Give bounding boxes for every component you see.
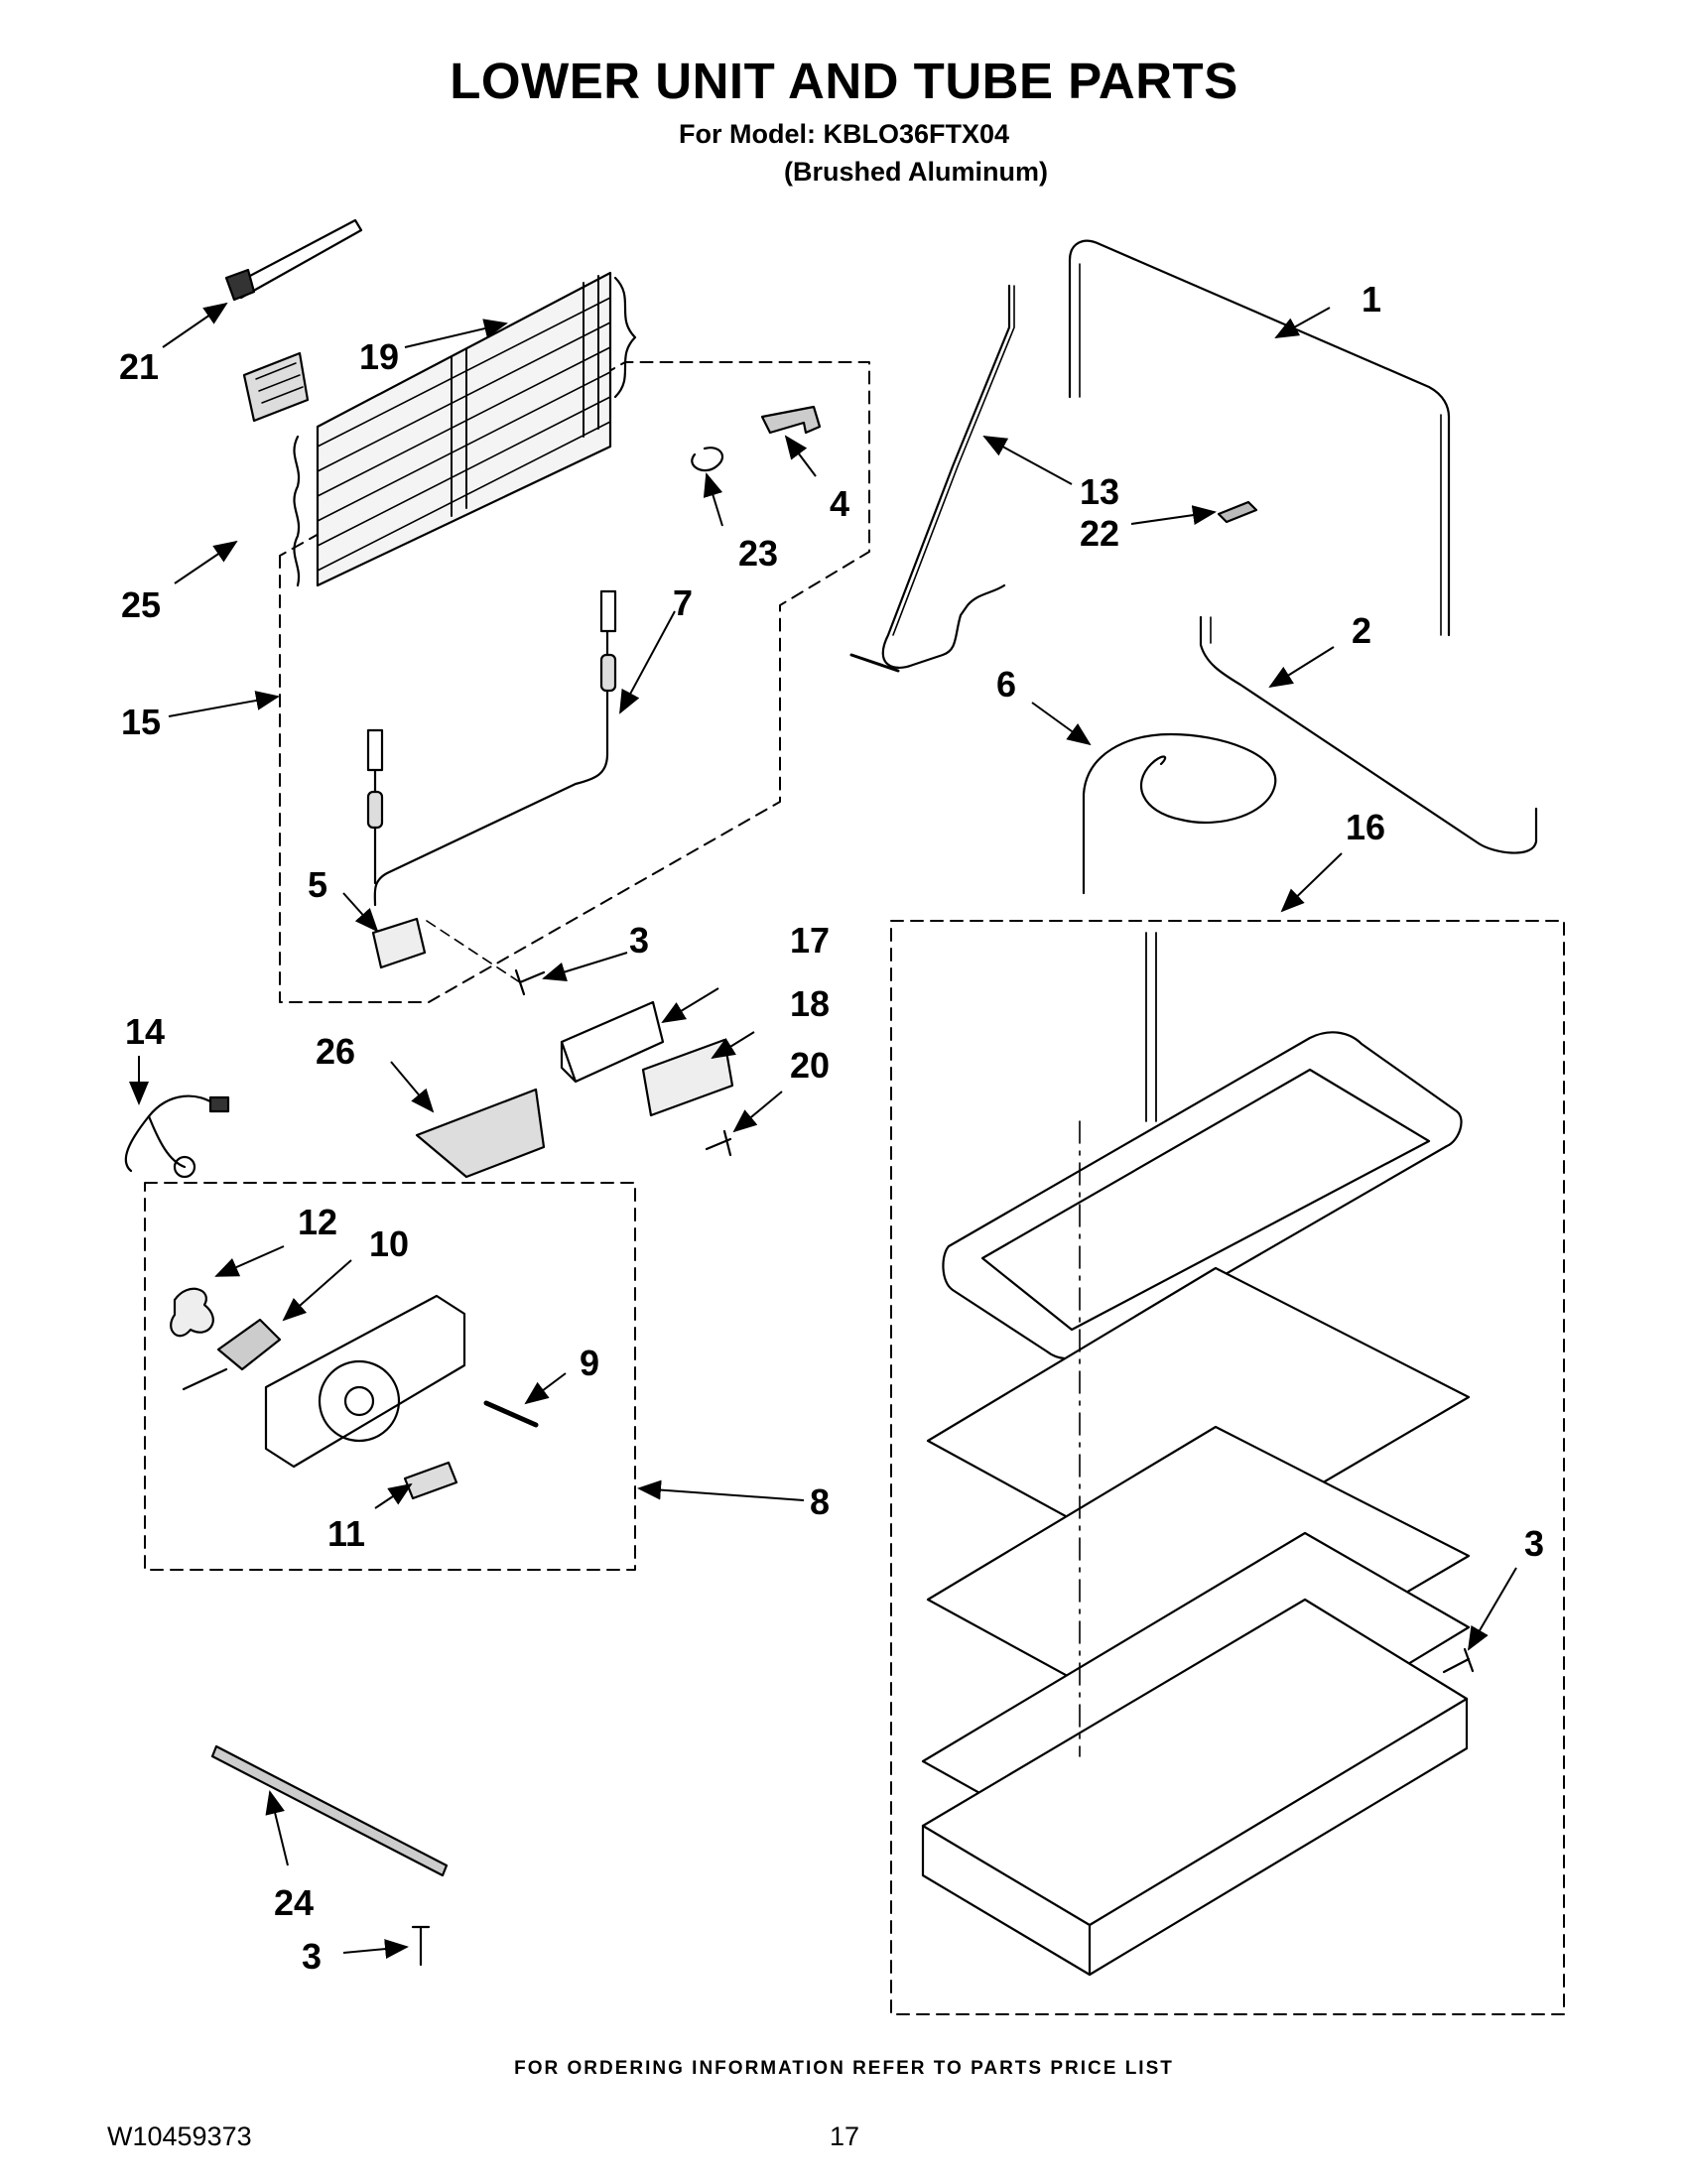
callout-20: 20 xyxy=(790,1045,830,1086)
bracket-part-5 xyxy=(371,917,427,969)
callout-15: 15 xyxy=(121,702,161,742)
bracket-part-4 xyxy=(760,405,822,435)
finish-line: (Brushed Aluminum) xyxy=(784,157,1048,187)
drain-tray-part xyxy=(921,1598,1469,1977)
bracket-part-9 xyxy=(483,1400,539,1428)
tube-part-13 xyxy=(881,284,1011,669)
callout-1: 1 xyxy=(1362,279,1381,320)
heater-wire-part-7 xyxy=(366,589,617,907)
evaporator-dashed-box xyxy=(279,361,870,1003)
tube-part-6 xyxy=(1082,732,1277,895)
box-part-17 xyxy=(560,1000,665,1084)
callout-16: 16 xyxy=(1346,807,1385,847)
clip-part-23 xyxy=(691,447,723,472)
callout-3c: 3 xyxy=(302,1936,322,1977)
tube-part-1 xyxy=(1068,239,1451,637)
model-line: For Model: KBLO36FTX04 xyxy=(679,119,1010,149)
callout-4: 4 xyxy=(830,483,849,524)
callout-3b: 3 xyxy=(1524,1523,1544,1564)
callout-19: 19 xyxy=(359,336,399,377)
page-title: LOWER UNIT AND TUBE PARTS xyxy=(450,53,1238,109)
callout-22: 22 xyxy=(1080,513,1119,554)
pad-part-25 xyxy=(242,351,310,423)
screw-leader-dashed xyxy=(426,920,521,983)
fan-dashed-box xyxy=(144,1182,636,1571)
callout-17: 17 xyxy=(790,920,830,961)
document-number: W10459373 xyxy=(107,2121,252,2151)
callout-23: 23 xyxy=(738,533,778,574)
strip-part-24 xyxy=(210,1744,449,1877)
callout-14: 14 xyxy=(125,1011,165,1052)
screw-part-3c xyxy=(411,1925,431,1967)
callout-26: 26 xyxy=(316,1031,355,1072)
callout-13: 13 xyxy=(1080,471,1119,512)
callout-24: 24 xyxy=(274,1882,314,1923)
callout-21: 21 xyxy=(119,346,159,387)
callout-2: 2 xyxy=(1352,610,1371,651)
cable-tie-part xyxy=(224,218,363,302)
callout-6: 6 xyxy=(996,664,1016,705)
callout-5: 5 xyxy=(308,864,327,905)
callout-10: 10 xyxy=(369,1223,409,1264)
plate-part-18 xyxy=(641,1038,734,1117)
evaporator-coil-part xyxy=(293,271,637,587)
callout-25: 25 xyxy=(121,584,161,625)
screw-part-20 xyxy=(705,1129,732,1157)
callout-12: 12 xyxy=(298,1202,337,1242)
fan-motor-part xyxy=(182,1318,282,1391)
tube-part-2 xyxy=(1199,615,1538,854)
bracket-part-11 xyxy=(403,1461,458,1500)
page-number: 17 xyxy=(830,2121,860,2151)
callout-7: 7 xyxy=(673,582,693,623)
pad-part-26 xyxy=(415,1088,546,1179)
tube-clip-part-22 xyxy=(1217,500,1258,524)
callout-3a: 3 xyxy=(629,920,649,961)
fan-housing-part xyxy=(264,1294,466,1469)
callout-18: 18 xyxy=(790,983,830,1024)
wire-harness-part-14 xyxy=(124,1094,230,1179)
callout-8: 8 xyxy=(810,1481,830,1522)
drain-pan-part xyxy=(942,932,1463,1360)
fan-blade-part xyxy=(170,1287,214,1338)
screw-part-3b xyxy=(1442,1647,1475,1674)
callout-9: 9 xyxy=(580,1343,599,1383)
drain-pan-dashed-box xyxy=(890,920,1565,2015)
ordering-note: FOR ORDERING INFORMATION REFER TO PARTS … xyxy=(514,2058,1174,2079)
callout-11: 11 xyxy=(327,1513,365,1554)
